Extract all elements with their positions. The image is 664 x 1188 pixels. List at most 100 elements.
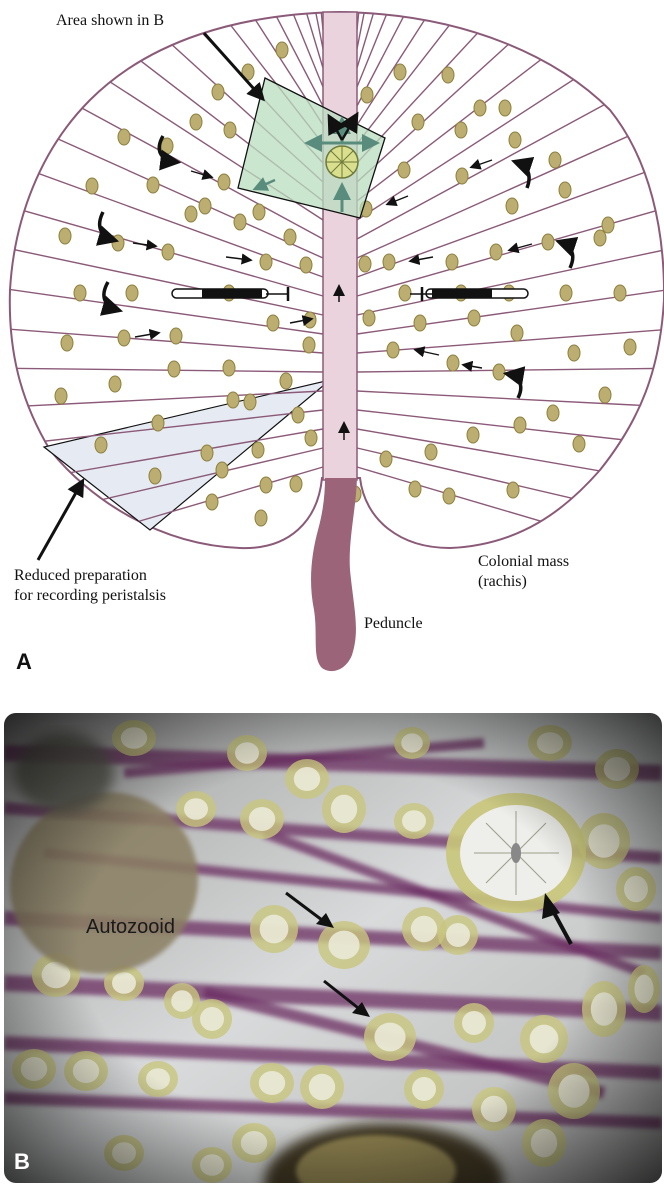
zooid-dot [383,254,395,270]
zooid-dot [59,228,71,244]
zooid-dot [305,430,317,446]
zooid-dot [442,67,454,83]
panel-a-diagram: Area shown in B Reduced preparation for … [0,0,664,700]
panel-a-letter: A [16,649,32,674]
zooid-dot [267,315,279,331]
zooid-dot [468,310,480,326]
zooid-dot [185,206,197,222]
zooid-dot [474,100,486,116]
zooid-dot [227,392,239,408]
zooid-dot [216,462,228,478]
zooid-dot [284,229,296,245]
zooid-dot [300,257,312,273]
zooid-dot [547,405,559,421]
zooid-dot [260,254,272,270]
zooid-dot [414,315,426,331]
zooid-dot [559,182,571,198]
colonial-mass-label-line2: (rachis) [478,573,527,590]
micrograph-image: Autozooid B [4,713,662,1183]
sea-pen-schematic: Area shown in B Reduced preparation for … [0,0,664,700]
zooid-dot [206,494,218,510]
zooid-dot [212,84,224,100]
zooid-dot [511,325,523,341]
zooid-dot [542,234,554,250]
zooid-dot [255,510,267,526]
zooid-dot [447,355,459,371]
zooid-dot [467,427,479,443]
peduncle-shape [311,478,357,671]
zooid-dot [290,476,302,492]
zooid-dot [594,230,606,246]
zooid-dot [223,360,235,376]
zooid-dot [602,217,614,233]
zooid-dot [276,42,288,58]
zooid-dot [170,328,182,344]
zooid-dot [443,488,455,504]
reduced-prep-label-line1: Reduced preparation [14,567,147,584]
zooid-dot [244,394,256,410]
panel-b-letter: B [14,1149,30,1174]
panel-b-micrograph: Autozooid B [4,713,662,1183]
zooid-dot [224,122,236,138]
zooid-dot [493,364,505,380]
zooid-dot [55,388,67,404]
zooid-dot [118,330,130,346]
zooid-dot [599,387,611,403]
zooid-dot [149,468,161,484]
zooid-dot [234,214,246,230]
zooid-dot [112,235,124,251]
reduced-prep-pointer-arrow [38,482,82,560]
zooid-dot [387,342,399,358]
zooid-dot [573,436,585,452]
zooid-dot [568,345,580,361]
zooid-dot [74,285,86,301]
zooid-dot [425,444,437,460]
zooid-dot [624,339,636,355]
zooid-dot [506,198,518,214]
zooid-dot [509,132,521,148]
zooid-dot [147,177,159,193]
zooid-dot [109,376,121,392]
colonial-mass-label-line1: Colonial mass [478,553,569,570]
zooid-dot [446,254,458,270]
zooid-dot [560,285,572,301]
reduced-prep-label-line2: for recording peristalsis [14,587,166,604]
zooid-dot [118,129,130,145]
zooid-dot [399,285,411,301]
zooid-dot [95,437,107,453]
zooid-dot [126,285,138,301]
zooid-dot [161,138,173,154]
zooid-dot [359,256,371,272]
zooid-dot [86,178,98,194]
zooid-dot [499,100,511,116]
zooid-dot [199,198,211,214]
rachis-axis [323,12,357,480]
zooid-dot [507,482,519,498]
peduncle-label: Peduncle [364,615,423,632]
area-shown-label: Area shown in B [56,12,164,29]
zooid-dot [303,337,315,353]
zooid-dot [412,114,424,130]
zooid-dot [162,244,174,260]
zooid-dot [292,407,304,423]
zooid-dot [190,114,202,130]
zooid-dot [455,122,467,138]
zooid-dot [61,335,73,351]
zooid-dot [363,310,375,326]
zooid-dot [152,415,164,431]
zooid-dot [549,152,561,168]
zooid-dot [456,168,468,184]
zooid-dot [253,204,265,220]
zooid-dot [218,174,230,190]
zooid-dot [280,373,292,389]
zooid-dot [201,445,213,461]
zooid-dot [409,481,421,497]
zooid-dot [614,285,626,301]
zooid-dot [252,442,264,458]
zooid-dot [260,477,272,493]
zooid-dot [398,162,410,178]
zooid-dot [514,417,526,433]
zooid-dot [490,244,502,260]
zooid-dot [380,451,392,467]
zooid-dot [361,87,373,103]
